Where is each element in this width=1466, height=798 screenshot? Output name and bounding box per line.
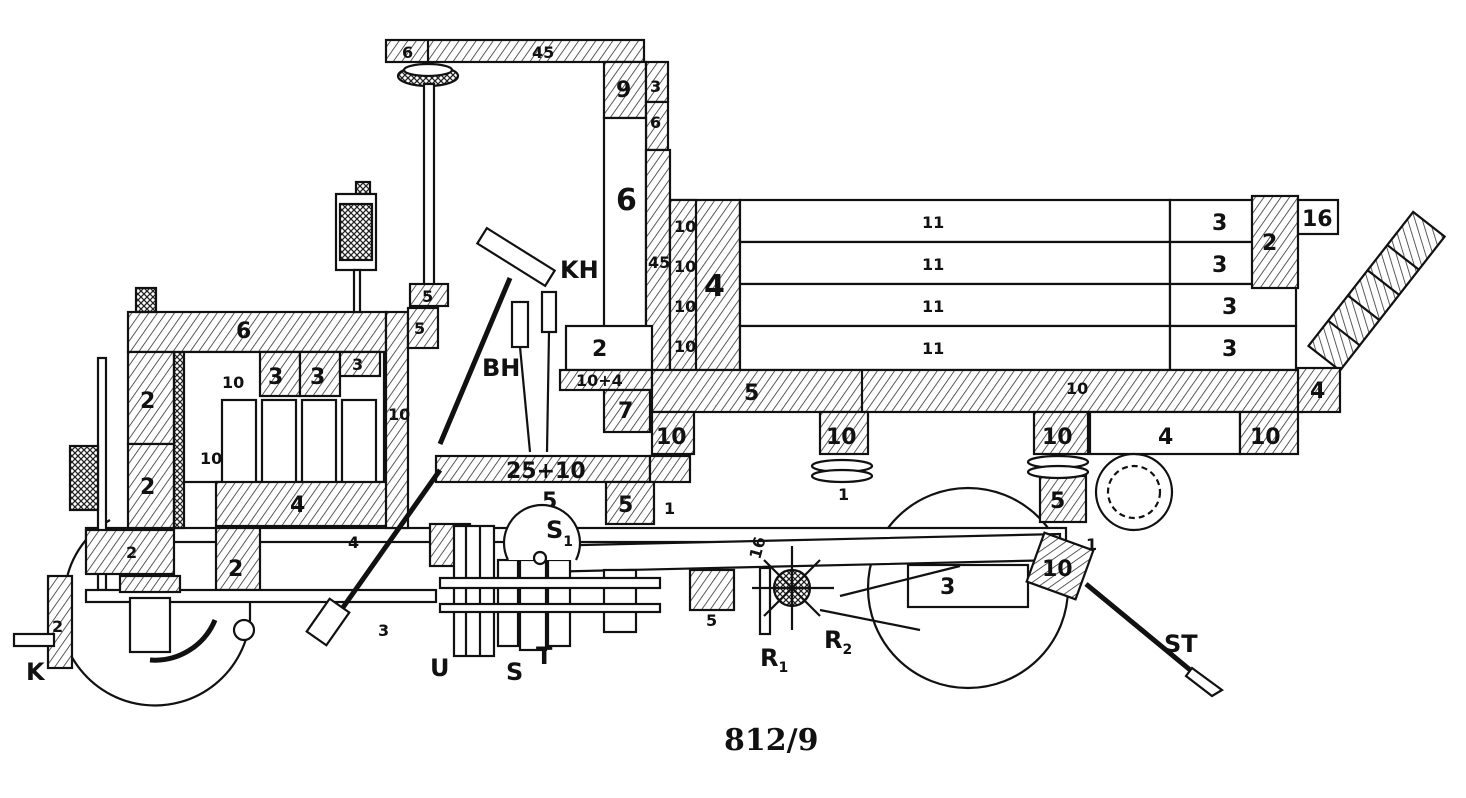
part-number: 10: [1042, 425, 1073, 450]
part-number: 4: [290, 493, 305, 518]
steering-post: 5: [408, 82, 450, 308]
part-number: 9: [616, 78, 631, 103]
part-number: 4: [1310, 379, 1325, 404]
part-number: 10: [222, 373, 244, 392]
part-number: 5: [422, 287, 433, 306]
part-number: 10: [200, 449, 222, 468]
part-number: 3: [1212, 211, 1227, 236]
part-number: 16: [1302, 207, 1333, 232]
r2-label: R2: [824, 626, 852, 658]
part-number: 3: [650, 77, 661, 96]
part-number: 1: [1086, 535, 1097, 554]
front-axle: 2 K: [12, 574, 438, 686]
part-number: 10: [826, 425, 857, 450]
chassis-frame: 5 10 4 10 10 10 4 10 5: [650, 366, 1342, 532]
part-number: 3: [310, 365, 325, 390]
part-number: 3: [1222, 337, 1237, 362]
part-number: 10: [1042, 557, 1073, 582]
r2-subscript: 2: [842, 642, 852, 658]
part-number: 10: [674, 337, 696, 356]
part-number: 45: [532, 43, 554, 62]
part-number: 2: [52, 617, 63, 636]
part-number: 4: [704, 269, 725, 304]
s1-label: S1: [546, 516, 573, 550]
figure-caption: 812/9: [724, 723, 818, 758]
part-number: 10: [656, 425, 687, 450]
part-number: 45: [648, 253, 670, 272]
front-radiator: 2 2: [68, 356, 262, 592]
part-number: 5: [618, 493, 633, 518]
part-number: 6: [402, 43, 413, 62]
part-number: 7: [618, 399, 633, 424]
hand-levers: KH BH: [437, 226, 599, 453]
part-number: 3: [1222, 295, 1237, 320]
part-number: 3: [378, 621, 389, 640]
part-number: 2: [228, 557, 243, 582]
cab-roof: 6 45: [384, 38, 646, 88]
part-number: 1: [664, 499, 675, 518]
part-number: 6: [236, 319, 251, 344]
part-number: 2: [140, 389, 155, 414]
r2-letter: R: [824, 626, 842, 654]
part-number: 3: [940, 575, 955, 600]
part-number: 11: [922, 255, 944, 274]
bh-label: BH: [482, 354, 520, 382]
part-number: 2: [592, 337, 607, 362]
part-number: 2: [126, 543, 137, 562]
part-number: 11: [922, 339, 944, 358]
part-number: 10: [674, 297, 696, 316]
st-label: ST: [1164, 630, 1198, 658]
engine-hood: 6 2 2 10 10 3 3 3 4 10 5: [126, 306, 440, 530]
part-number: 10: [674, 257, 696, 276]
gearbox: U S T S1: [428, 504, 662, 686]
springs: 1 1 1: [664, 454, 1097, 554]
s-label: S: [506, 658, 523, 686]
part-number: 2: [140, 475, 155, 500]
truck-bed: 10 10 10 10 4 11 11 11 11 3 3 3 3 2 16: [668, 194, 1340, 372]
rear-drive: 5 R1 R2: [688, 546, 961, 676]
support-stand: ST: [1084, 582, 1224, 698]
part-number: 4: [1158, 425, 1173, 450]
part-number: 11: [922, 213, 944, 232]
part-number: 10: [674, 217, 696, 236]
part-number: 1: [838, 485, 849, 504]
part-number: 10: [1066, 379, 1088, 398]
r1-subscript: 1: [778, 660, 788, 676]
part-number: 2: [1262, 231, 1277, 256]
rear-wheel: 3: [866, 486, 1070, 690]
part-number: 5: [706, 611, 717, 630]
part-number: 5: [744, 381, 759, 406]
steering-shaft: 3 4: [305, 468, 443, 647]
tailgate: [1306, 210, 1447, 373]
lamp: [134, 180, 378, 314]
part-number: 6: [616, 183, 637, 218]
part-number: 10+4: [576, 371, 623, 390]
part-number: 10: [388, 405, 410, 424]
part-number: 6: [650, 113, 661, 132]
r1-letter: R: [760, 644, 778, 672]
k-label: K: [26, 658, 46, 686]
part-number: 25+10: [506, 459, 586, 484]
kh-label: KH: [560, 256, 599, 284]
u-label: U: [430, 654, 450, 682]
part-number: 10: [1250, 425, 1281, 450]
s1-letter: S: [546, 516, 563, 544]
part-number: 11: [922, 297, 944, 316]
part-number: 5: [1050, 489, 1065, 514]
part-number: 5: [414, 319, 425, 338]
t-label: T: [536, 642, 553, 670]
r1-label: R1: [760, 644, 788, 676]
s1-subscript: 1: [563, 534, 573, 550]
part-number: 3: [1212, 253, 1227, 278]
part-number: 3: [268, 365, 283, 390]
part-number: 3: [352, 355, 363, 374]
cab-pillar: 9 3 6 6 45 2 10+4 7: [558, 60, 672, 434]
part-number: 4: [348, 533, 359, 552]
